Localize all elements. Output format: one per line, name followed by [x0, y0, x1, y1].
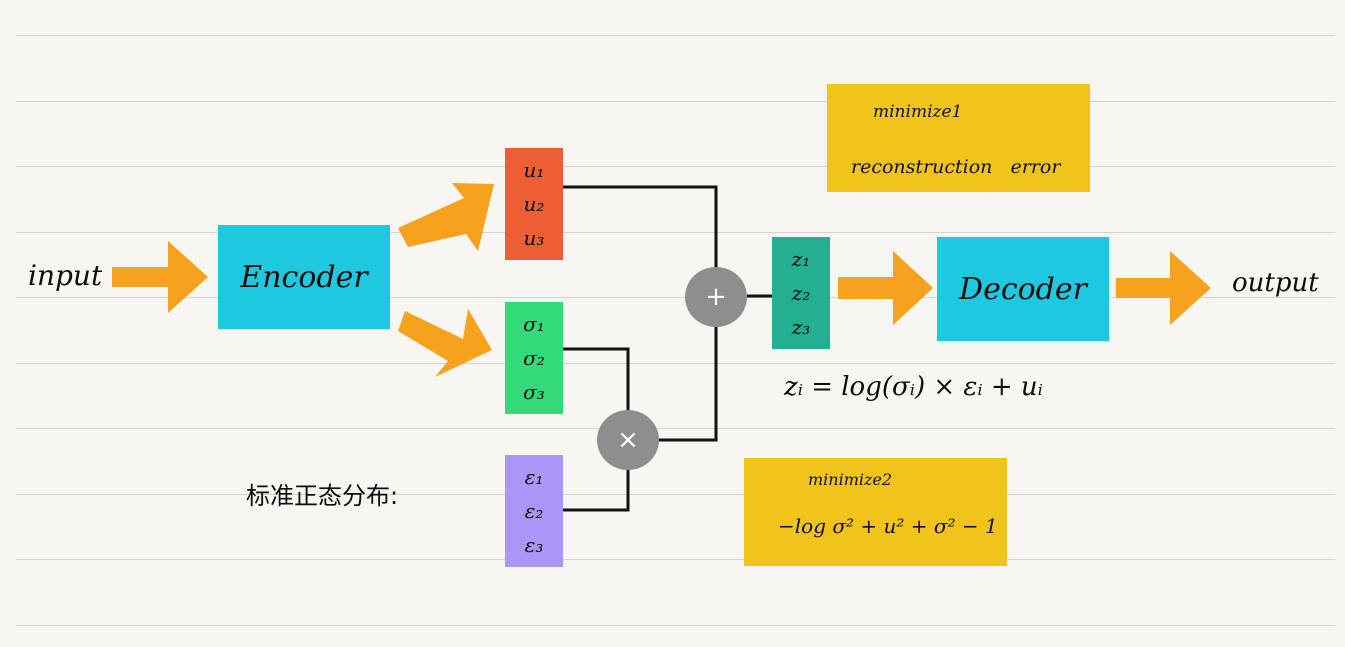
ruled-line	[16, 559, 1335, 560]
ruled-line	[16, 297, 1335, 298]
add-operator: +	[685, 267, 747, 327]
ruled-line	[16, 625, 1335, 626]
ruled-line	[16, 35, 1335, 36]
ruled-line	[16, 363, 1335, 364]
sigma-3: σ₃	[523, 380, 545, 404]
minimize2-text: −log σ² + u² + σ² − 1	[778, 514, 998, 538]
epsilon-vector: ε₁ ε₂ ε₃	[505, 455, 563, 567]
mu-vector: u₁ u₂ u₃	[505, 148, 563, 260]
z-1: z₁	[791, 247, 811, 271]
mu-2: u₂	[523, 192, 545, 216]
decoder-label: Decoder	[959, 271, 1087, 307]
mu-to-add-wire	[563, 185, 718, 272]
minimize1-title: minimize1	[873, 102, 963, 122]
epsilon-3: ε₃	[524, 533, 544, 557]
arrow-encoder-mu	[398, 183, 494, 251]
z-2: z₂	[791, 281, 811, 305]
encoder-label: Encoder	[240, 259, 368, 295]
z-vector: z₁ z₂ z₃	[772, 237, 830, 349]
arrow-encoder-sigma	[398, 309, 492, 377]
multiply-to-add-wire	[659, 322, 718, 442]
minimize1-text: reconstruction error	[851, 156, 1061, 178]
ruled-line	[16, 101, 1335, 102]
multiply-operator: ×	[597, 410, 659, 470]
decoder-block: Decoder	[937, 237, 1109, 341]
output-label: output	[1232, 268, 1319, 298]
minimize2-title: minimize2	[808, 470, 893, 489]
mu-3: u₃	[523, 226, 545, 250]
minimize1-note: minimize1 reconstruction error	[827, 84, 1090, 192]
epsilon-1: ε₁	[524, 465, 544, 489]
input-label: input	[28, 259, 103, 292]
arrow-input-encoder	[112, 241, 208, 313]
mu-1: u₁	[523, 158, 545, 182]
minimize2-note: minimize2 −log σ² + u² + σ² − 1	[744, 458, 1007, 566]
epsilon-2: ε₂	[524, 499, 544, 523]
ruled-line	[16, 428, 1335, 429]
sigma-1: σ₁	[523, 312, 545, 336]
z-3: z₃	[791, 315, 811, 339]
reparameterization-formula: zᵢ = log(σᵢ) × εᵢ + uᵢ	[784, 372, 1043, 402]
encoder-block: Encoder	[218, 225, 390, 329]
arrow-z-decoder	[838, 251, 933, 325]
sigma-to-multiply-wire	[563, 347, 630, 415]
ruled-line	[16, 232, 1335, 233]
ruled-line	[16, 166, 1335, 167]
sigma-2: σ₂	[523, 346, 545, 370]
sigma-vector: σ₁ σ₂ σ₃	[505, 302, 563, 414]
ruled-line	[16, 494, 1335, 495]
standard-normal-label: 标准正态分布:	[246, 482, 399, 510]
arrow-decoder-output	[1116, 251, 1211, 325]
epsilon-to-multiply-wire	[563, 462, 630, 512]
